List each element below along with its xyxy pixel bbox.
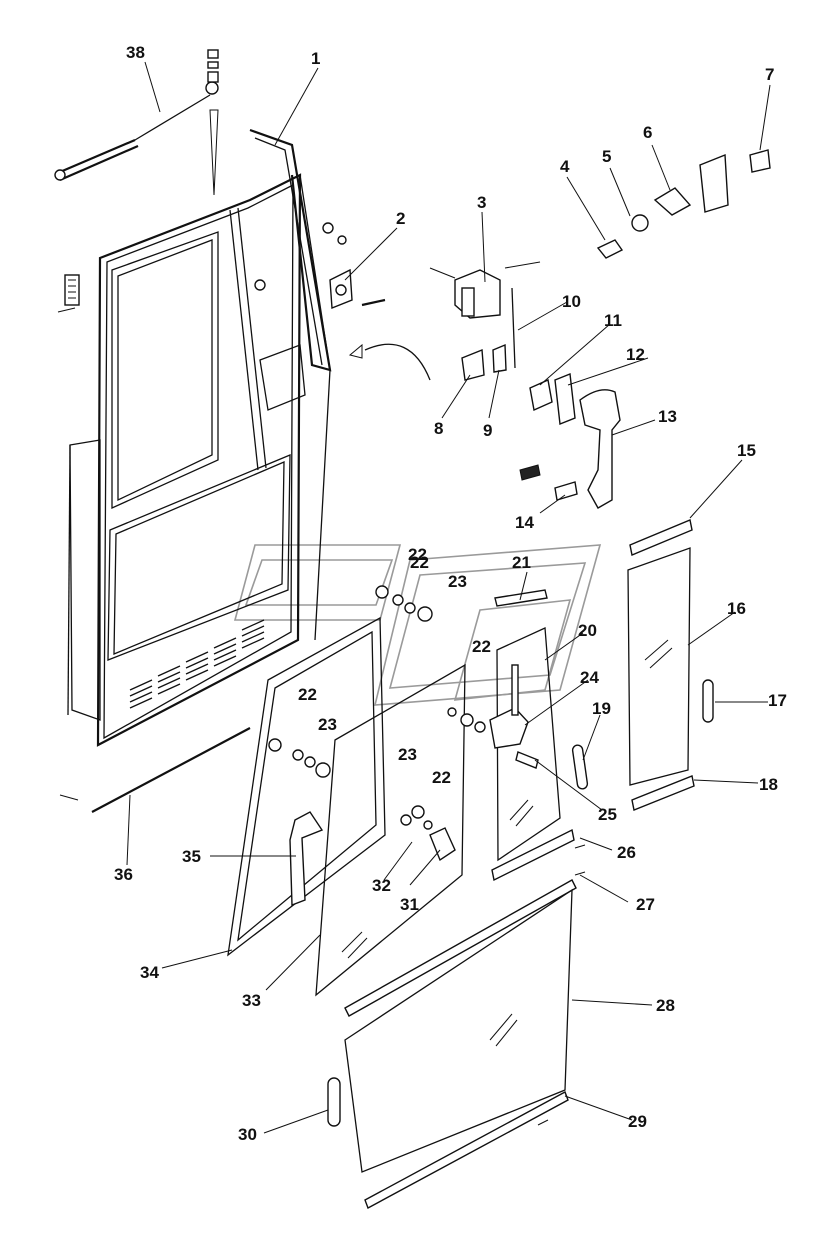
louver-slat [185, 669, 209, 681]
callout-label: 26 [617, 843, 636, 862]
washer [404, 602, 416, 614]
arrow-marker [209, 109, 219, 196]
callout-label: 16 [727, 599, 746, 618]
louver-slat [157, 677, 181, 689]
callout-label: 33 [242, 991, 261, 1010]
louver-slat [185, 651, 209, 663]
seal-strip [59, 727, 251, 813]
callout-label: 29 [628, 1112, 647, 1131]
callout-label: 23 [398, 745, 417, 764]
callout-label: 22 [408, 545, 427, 564]
louver-slat [185, 657, 209, 669]
door-frame [67, 128, 332, 747]
callout-label: 32 [372, 876, 391, 895]
louver-slat [157, 665, 181, 677]
louver-slat [241, 637, 265, 649]
callout-label: 36 [114, 865, 133, 884]
louver-slat [129, 691, 153, 703]
louver-slat [241, 625, 265, 637]
callout-label: 11 [604, 311, 622, 330]
louver-slat [129, 697, 153, 709]
callout-label: 23 [448, 572, 467, 591]
callout-label: 28 [656, 996, 675, 1015]
callout-label: 15 [737, 441, 756, 460]
washer [423, 820, 433, 830]
callout-label: 20 [578, 621, 597, 640]
louver-slat [241, 619, 265, 631]
washer [292, 749, 304, 761]
callout-label: 24 [580, 668, 599, 687]
washer [304, 756, 316, 768]
callout-label: 22 [410, 553, 429, 572]
striker-plate [254, 222, 431, 381]
callout-labels: 38 1 2 3 4 5 6 7 10 11 12 8 9 13 14 15 1… [114, 43, 787, 1144]
louver-slat [213, 655, 237, 667]
callout-label: 21 [512, 553, 531, 572]
callout-label: 6 [643, 123, 652, 142]
callout-label: 8 [434, 419, 443, 438]
callout-label: 3 [477, 193, 486, 212]
washer [392, 594, 404, 606]
louver-slat [185, 663, 209, 675]
callout-label: 2 [396, 209, 405, 228]
callout-label: 7 [765, 65, 774, 84]
louver-slat [157, 671, 181, 683]
callout-label: 22 [298, 685, 317, 704]
callout-label: 14 [515, 513, 534, 532]
door-hinge [57, 274, 80, 313]
callout-label: 27 [636, 895, 655, 914]
gas-strut [54, 49, 219, 182]
washer [375, 585, 389, 599]
fasteners [268, 585, 486, 830]
outside-handle [519, 373, 621, 509]
louver-slat [129, 685, 153, 697]
callout-label: 38 [126, 43, 145, 62]
callout-label: 9 [483, 421, 492, 440]
callout-label: 35 [182, 847, 201, 866]
washer [400, 814, 412, 826]
callout-label: 22 [472, 637, 491, 656]
louver-slat [213, 637, 237, 649]
bottom-glass-assembly [327, 844, 586, 1209]
door-latch [429, 261, 541, 381]
washer [474, 721, 486, 733]
callout-label: 34 [140, 963, 159, 982]
washer [411, 805, 425, 819]
callout-label: 1 [311, 49, 320, 68]
washer [268, 738, 282, 752]
sliding-glass-upper [627, 519, 714, 811]
washer [417, 606, 433, 622]
callout-label: 19 [592, 699, 611, 718]
callout-label: 22 [432, 768, 451, 787]
sliding-glass-lower [315, 663, 466, 997]
leader-lines [126, 61, 771, 1134]
louver-slat [213, 649, 237, 661]
louver-slat [129, 679, 153, 691]
window-frame-seal [227, 616, 386, 957]
callout-label: 13 [658, 407, 677, 426]
callout-label: 23 [318, 715, 337, 734]
washer [315, 762, 331, 778]
callout-label: 5 [602, 147, 611, 166]
vent-louvers [129, 619, 265, 709]
louver-slat [157, 683, 181, 695]
louver-slat [241, 631, 265, 643]
callout-label: 18 [759, 775, 778, 794]
sliding-glass-middle [489, 589, 589, 882]
callout-label: 4 [560, 157, 570, 176]
callout-label: 12 [626, 345, 645, 364]
louver-slat [213, 643, 237, 655]
callout-label: 30 [238, 1125, 257, 1144]
washer [447, 707, 457, 717]
callout-label: 17 [768, 691, 787, 710]
lock-components [596, 149, 771, 259]
callout-label: 10 [562, 292, 581, 311]
washer [460, 713, 474, 727]
callout-label: 31 [400, 895, 419, 914]
callout-label: 25 [598, 805, 617, 824]
